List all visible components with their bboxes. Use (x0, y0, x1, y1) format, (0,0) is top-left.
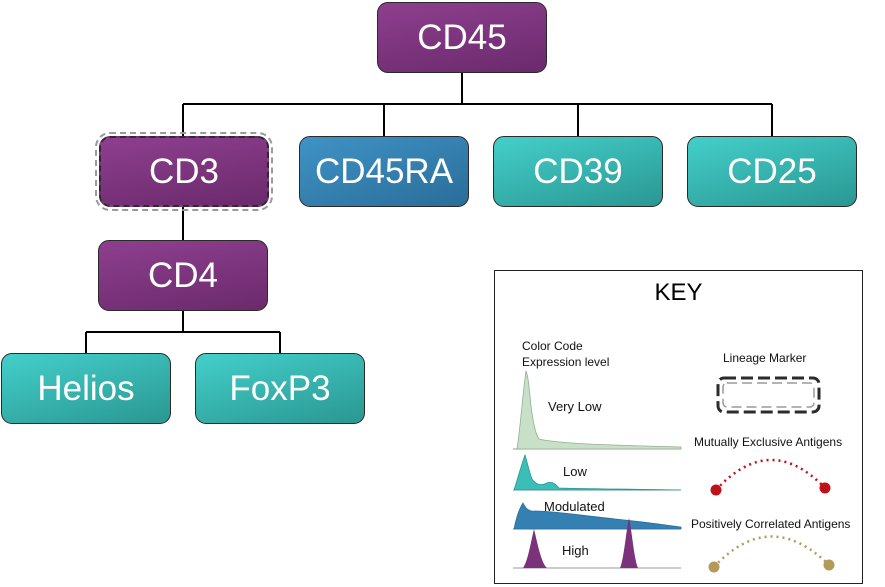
histogram-high-left (523, 529, 547, 568)
level-modulated: Modulated (544, 499, 605, 514)
positively-correlated-arc (713, 535, 830, 568)
level-very-low: Very Low (548, 399, 602, 414)
mutually-exclusive-arc (715, 458, 826, 491)
node-helios: Helios (1, 353, 171, 424)
node-cd25: CD25 (687, 136, 857, 207)
node-cd3: CD3 (95, 132, 273, 211)
key-graphics (513, 369, 835, 573)
node-cd39: CD39 (493, 136, 663, 207)
histogram-low (513, 453, 682, 491)
histogram-high-right (620, 518, 638, 568)
color-code-title: Color Code (522, 339, 583, 353)
lineage-marker-icon (716, 376, 821, 414)
node-cd45ra: CD45RA (299, 136, 469, 207)
histogram-very-low (516, 369, 682, 450)
level-low: Low (563, 464, 587, 479)
node-cd45: CD45 (377, 2, 547, 73)
histogram-modulated (513, 502, 682, 530)
node-cd4: CD4 (98, 240, 268, 311)
key-legend: KEY Color Code Expression level Very Low… (494, 270, 863, 584)
lineage-marker-label: Lineage Marker (723, 351, 807, 365)
mutually-exclusive-label: Mutually Exclusive Antigens (694, 435, 843, 449)
positively-correlated-label: Positively Correlated Antigens (691, 517, 851, 531)
level-high: High (562, 543, 589, 558)
key-title: KEY (654, 279, 703, 306)
node-foxp3: FoxP3 (195, 353, 365, 424)
expression-level-title: Expression level (522, 355, 610, 369)
